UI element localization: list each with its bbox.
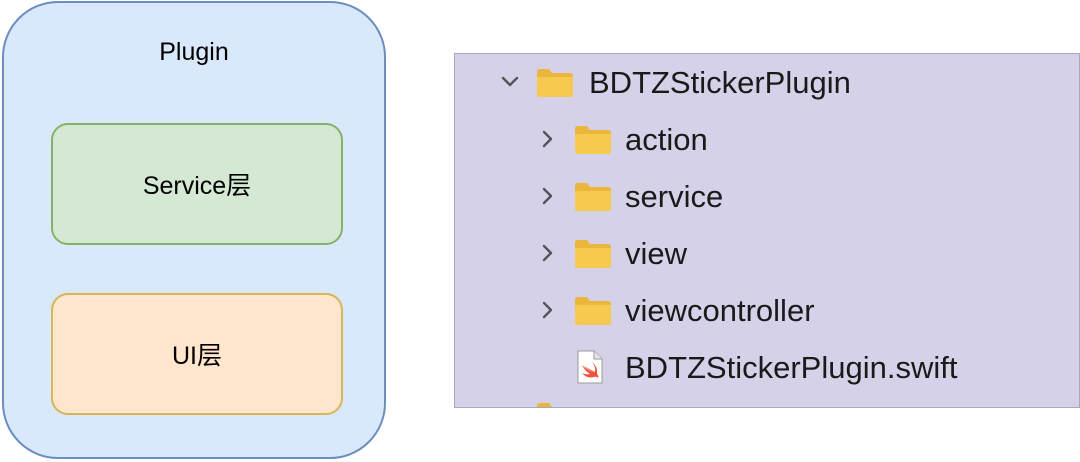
tree-item-label: viewcontroller	[625, 293, 815, 328]
ui-layer-label: UI层	[171, 342, 222, 370]
swift-file-icon	[575, 349, 605, 390]
folder-icon	[573, 294, 613, 331]
tree-item-label: BDTZStickerPlugin	[589, 65, 851, 100]
folder-icon	[573, 180, 613, 217]
chevron-down-icon[interactable]	[501, 73, 519, 91]
service-layer-box: Service层	[51, 123, 343, 245]
tree-item-label: BDTZStickerPlugin.swift	[625, 350, 958, 385]
folder-icon	[535, 400, 575, 407]
tree-item-label: service	[625, 179, 724, 214]
folder-icon	[535, 66, 575, 103]
folder-icon	[573, 237, 613, 274]
tree-item-label: action	[625, 122, 708, 157]
plugin-container: Plugin Service层 UI层	[2, 1, 386, 459]
chevron-right-icon[interactable]	[539, 187, 557, 205]
chevron-right-icon[interactable]	[539, 244, 557, 262]
tree-item-label: view	[625, 236, 688, 271]
chevron-right-icon[interactable]	[539, 301, 557, 319]
ui-layer-box: UI层	[51, 293, 343, 415]
plugin-title: Plugin	[159, 38, 229, 66]
file-navigator: BDTZStickerPlugin action service view	[454, 53, 1080, 408]
folder-icon	[573, 123, 613, 160]
chevron-right-icon[interactable]	[539, 130, 557, 148]
service-layer-label: Service层	[142, 172, 252, 200]
